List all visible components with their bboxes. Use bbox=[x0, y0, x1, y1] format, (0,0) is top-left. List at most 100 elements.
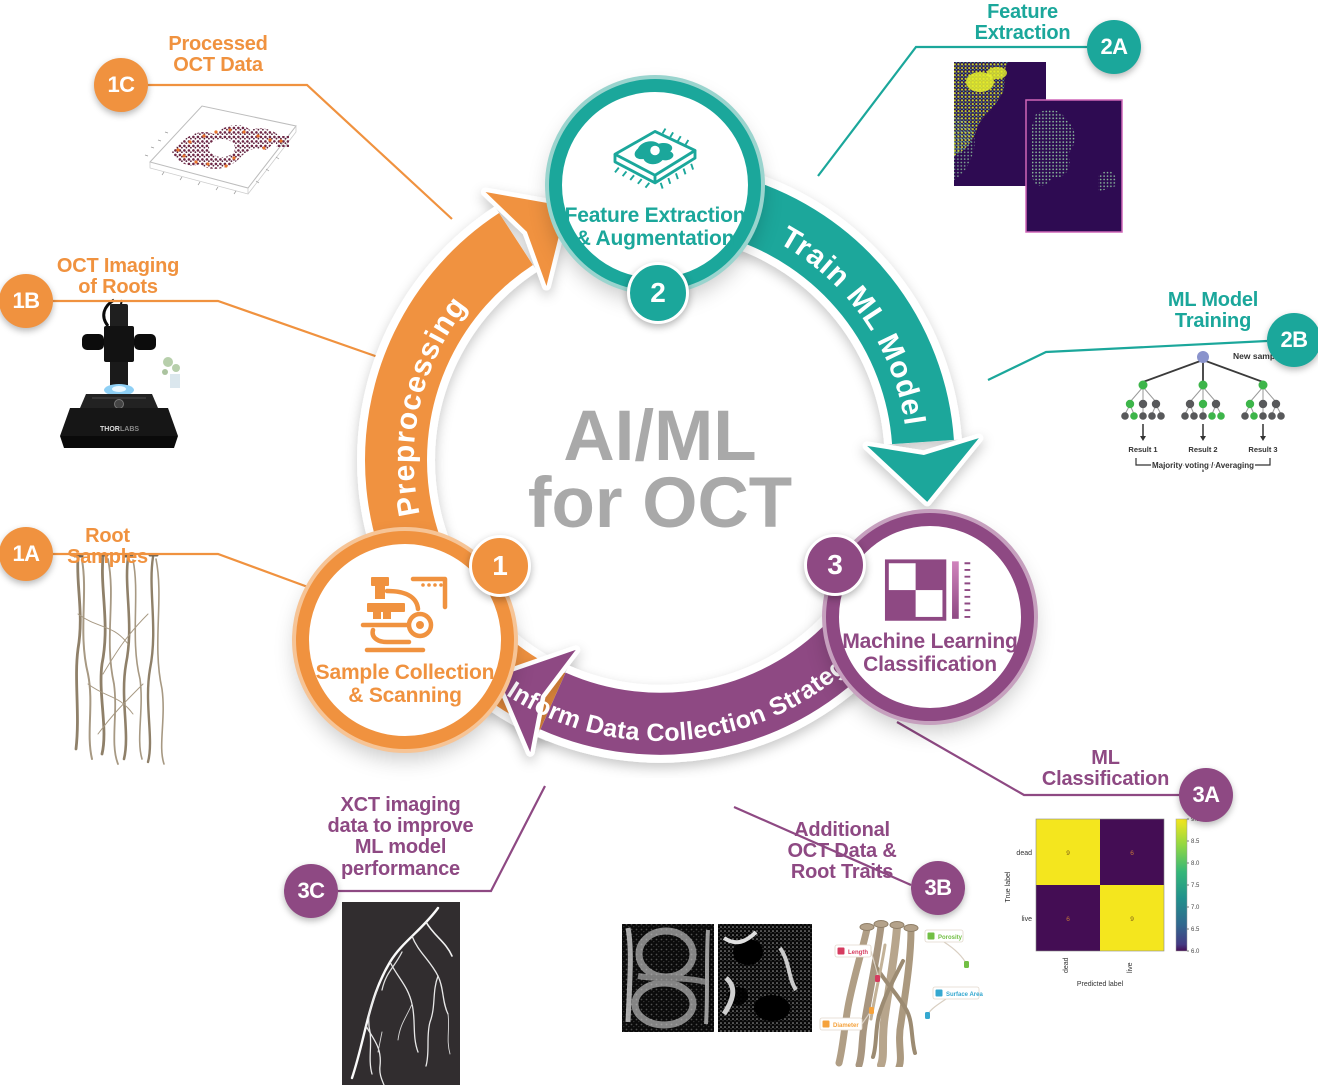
arrow-train-band bbox=[727, 178, 954, 445]
root-traits-diagram: Length Porosity Surface Area Diameter bbox=[819, 920, 983, 1067]
callout-label-3B-line3: Root Traits bbox=[790, 861, 894, 884]
confusion-matrix-figure: 9 6 6 9 dead live True label dead live P… bbox=[1005, 817, 1200, 988]
cm-colorbar: 9.0 8.5 8.0 7.5 7.0 6.5 6.0 bbox=[1175, 817, 1200, 955]
trait-chip-porosity: Porosity bbox=[924, 929, 964, 943]
callout-label-3A-line1: ML bbox=[1091, 747, 1120, 769]
callout-label-3C-line3: ML model bbox=[354, 836, 447, 859]
callout-line-3B bbox=[733, 805, 912, 887]
diameter-marker bbox=[869, 1007, 874, 1014]
surface-area-label: Surface Area bbox=[946, 992, 983, 998]
step-3-label: Machine Learning Classification bbox=[842, 630, 1018, 676]
callout-badge-1A: 1A bbox=[0, 527, 53, 581]
plot-scatter-blob bbox=[172, 125, 289, 169]
callout-label-1C-line2: OCT Data bbox=[173, 54, 263, 77]
callout-badge-3C: 3C bbox=[284, 864, 338, 918]
callout-line-1A bbox=[53, 552, 317, 592]
callout-badge-1C: 1C bbox=[94, 58, 148, 112]
callout-label-3C-line4: performance bbox=[341, 857, 460, 880]
trait-chip-length: Length bbox=[834, 944, 872, 958]
xct-background bbox=[342, 902, 460, 1085]
microscope-icon bbox=[360, 576, 448, 653]
cm-tick-7.0: 7.0 bbox=[1191, 905, 1200, 911]
surface-area-marker bbox=[925, 1012, 930, 1019]
porosity-label: Porosity bbox=[938, 935, 963, 941]
scanner-light-glow bbox=[104, 384, 134, 396]
cm-row-label-live: live bbox=[1021, 916, 1032, 923]
callout-badge-1B: 1B bbox=[0, 274, 53, 328]
callout-label-1C: Processed OCT Data bbox=[148, 33, 288, 77]
callout-line-1B bbox=[53, 299, 379, 359]
callout-label-2B: ML Model Training bbox=[1138, 289, 1288, 333]
step-number-3: 3 bbox=[804, 534, 866, 596]
root-strands bbox=[73, 554, 165, 765]
callout-line-1C bbox=[148, 83, 453, 220]
cm-ylabel: True label bbox=[1005, 871, 1012, 902]
step-2-label-line2: & Augmentation bbox=[575, 227, 735, 250]
callout-label-3B: Additional OCT Data & Root Traits bbox=[772, 819, 912, 884]
voting-label: Majority voting / Averaging bbox=[1152, 461, 1254, 470]
arrow-preprocessing-head bbox=[481, 187, 571, 291]
forest-result-arrows bbox=[1140, 424, 1266, 441]
scanner-brand-labs: LABS bbox=[120, 426, 139, 433]
forest-trees bbox=[1121, 380, 1285, 420]
step-number-1: 1 bbox=[469, 535, 531, 597]
cm-row-label-dead: dead bbox=[1016, 850, 1032, 857]
callout-label-1B: OCT Imaging of Roots bbox=[38, 255, 198, 299]
callout-label-2A-line1: Feature bbox=[987, 1, 1058, 23]
cm-value-dead-live: 6 bbox=[1130, 850, 1134, 857]
step-1-label-line2: & Scanning bbox=[348, 684, 462, 707]
callout-label-3A-line2: Classification bbox=[1041, 768, 1170, 791]
confusion-matrix-icon bbox=[884, 559, 971, 621]
cm-xlabel: Predicted label bbox=[1077, 981, 1124, 988]
callout-label-1A-line1: Root Samples bbox=[67, 525, 148, 569]
result-1-label: Result 1 bbox=[1128, 445, 1157, 454]
callout-label-3A: ML Classification bbox=[1028, 747, 1183, 791]
cm-col-label-dead: dead bbox=[1063, 957, 1070, 973]
callout-label-2B-line1: ML Model bbox=[1167, 289, 1259, 311]
cm-tick-6.5: 6.5 bbox=[1191, 927, 1200, 933]
forest-top-edges bbox=[1142, 359, 1264, 383]
random-forest-diagram: New sample Result 1 Result 2 Result 3 Ma bbox=[1121, 351, 1285, 472]
scanner-body bbox=[82, 304, 156, 386]
trait-chip-surface-area: Surface Area bbox=[932, 986, 983, 1000]
cm-tick-6.0: 6.0 bbox=[1191, 949, 1200, 955]
callout-label-2A-line2: Extraction bbox=[974, 22, 1071, 45]
step-2-label-line1: Feature Extraction bbox=[564, 203, 746, 227]
result-3-label: Result 3 bbox=[1248, 445, 1277, 454]
cm-value-dead-dead: 9 bbox=[1066, 850, 1070, 857]
porosity-marker bbox=[964, 961, 969, 968]
scanner-stage-base: THOR LABS bbox=[60, 394, 178, 448]
step-number-2: 2 bbox=[627, 262, 689, 324]
callout-label-3C-line1: XCT imaging bbox=[340, 794, 461, 816]
matrix-cells bbox=[1035, 818, 1165, 952]
callout-badge-3A: 3A bbox=[1179, 768, 1233, 822]
cm-tick-8.5: 8.5 bbox=[1191, 839, 1200, 845]
cm-tick-8.0: 8.0 bbox=[1191, 861, 1200, 867]
xct-root-traces bbox=[350, 906, 453, 1085]
callout-label-3C: XCT imaging data to improve ML model per… bbox=[318, 794, 483, 880]
plot-wireframe bbox=[144, 105, 297, 195]
oct-image-right bbox=[718, 924, 812, 1032]
step-3-label-line2: Classification bbox=[863, 653, 997, 676]
diameter-label: Diameter bbox=[833, 1023, 859, 1029]
cm-tick-7.5: 7.5 bbox=[1191, 883, 1200, 889]
callout-line-3A bbox=[896, 721, 1179, 797]
callout-line-2A bbox=[817, 45, 1087, 177]
arrow-inform-data-collection: Inform Data Collection Strategies bbox=[493, 610, 885, 763]
arrow-train-ml-model: Train ML Model bbox=[724, 170, 984, 507]
callout-label-1A: Root Samples bbox=[45, 525, 170, 569]
callout-label-3C-line2: data to improve bbox=[327, 815, 474, 838]
callout-badge-2A: 2A bbox=[1087, 20, 1141, 74]
callout-badge-3B: 3B bbox=[911, 861, 965, 915]
callout-badge-2B: 2B bbox=[1267, 313, 1318, 367]
callout-label-2A: Feature Extraction bbox=[950, 1, 1095, 45]
feature-panel-2 bbox=[1025, 99, 1123, 233]
callout-label-1B-line2: of Roots bbox=[78, 276, 158, 299]
center-title-line2: for OCT bbox=[527, 463, 793, 543]
step-1-label-line1: Sample Collection bbox=[315, 660, 495, 684]
oct-image-left bbox=[622, 924, 714, 1032]
callout-label-2B-line2: Training bbox=[1174, 310, 1252, 333]
trait-chip-diameter: Diameter bbox=[819, 1017, 863, 1031]
